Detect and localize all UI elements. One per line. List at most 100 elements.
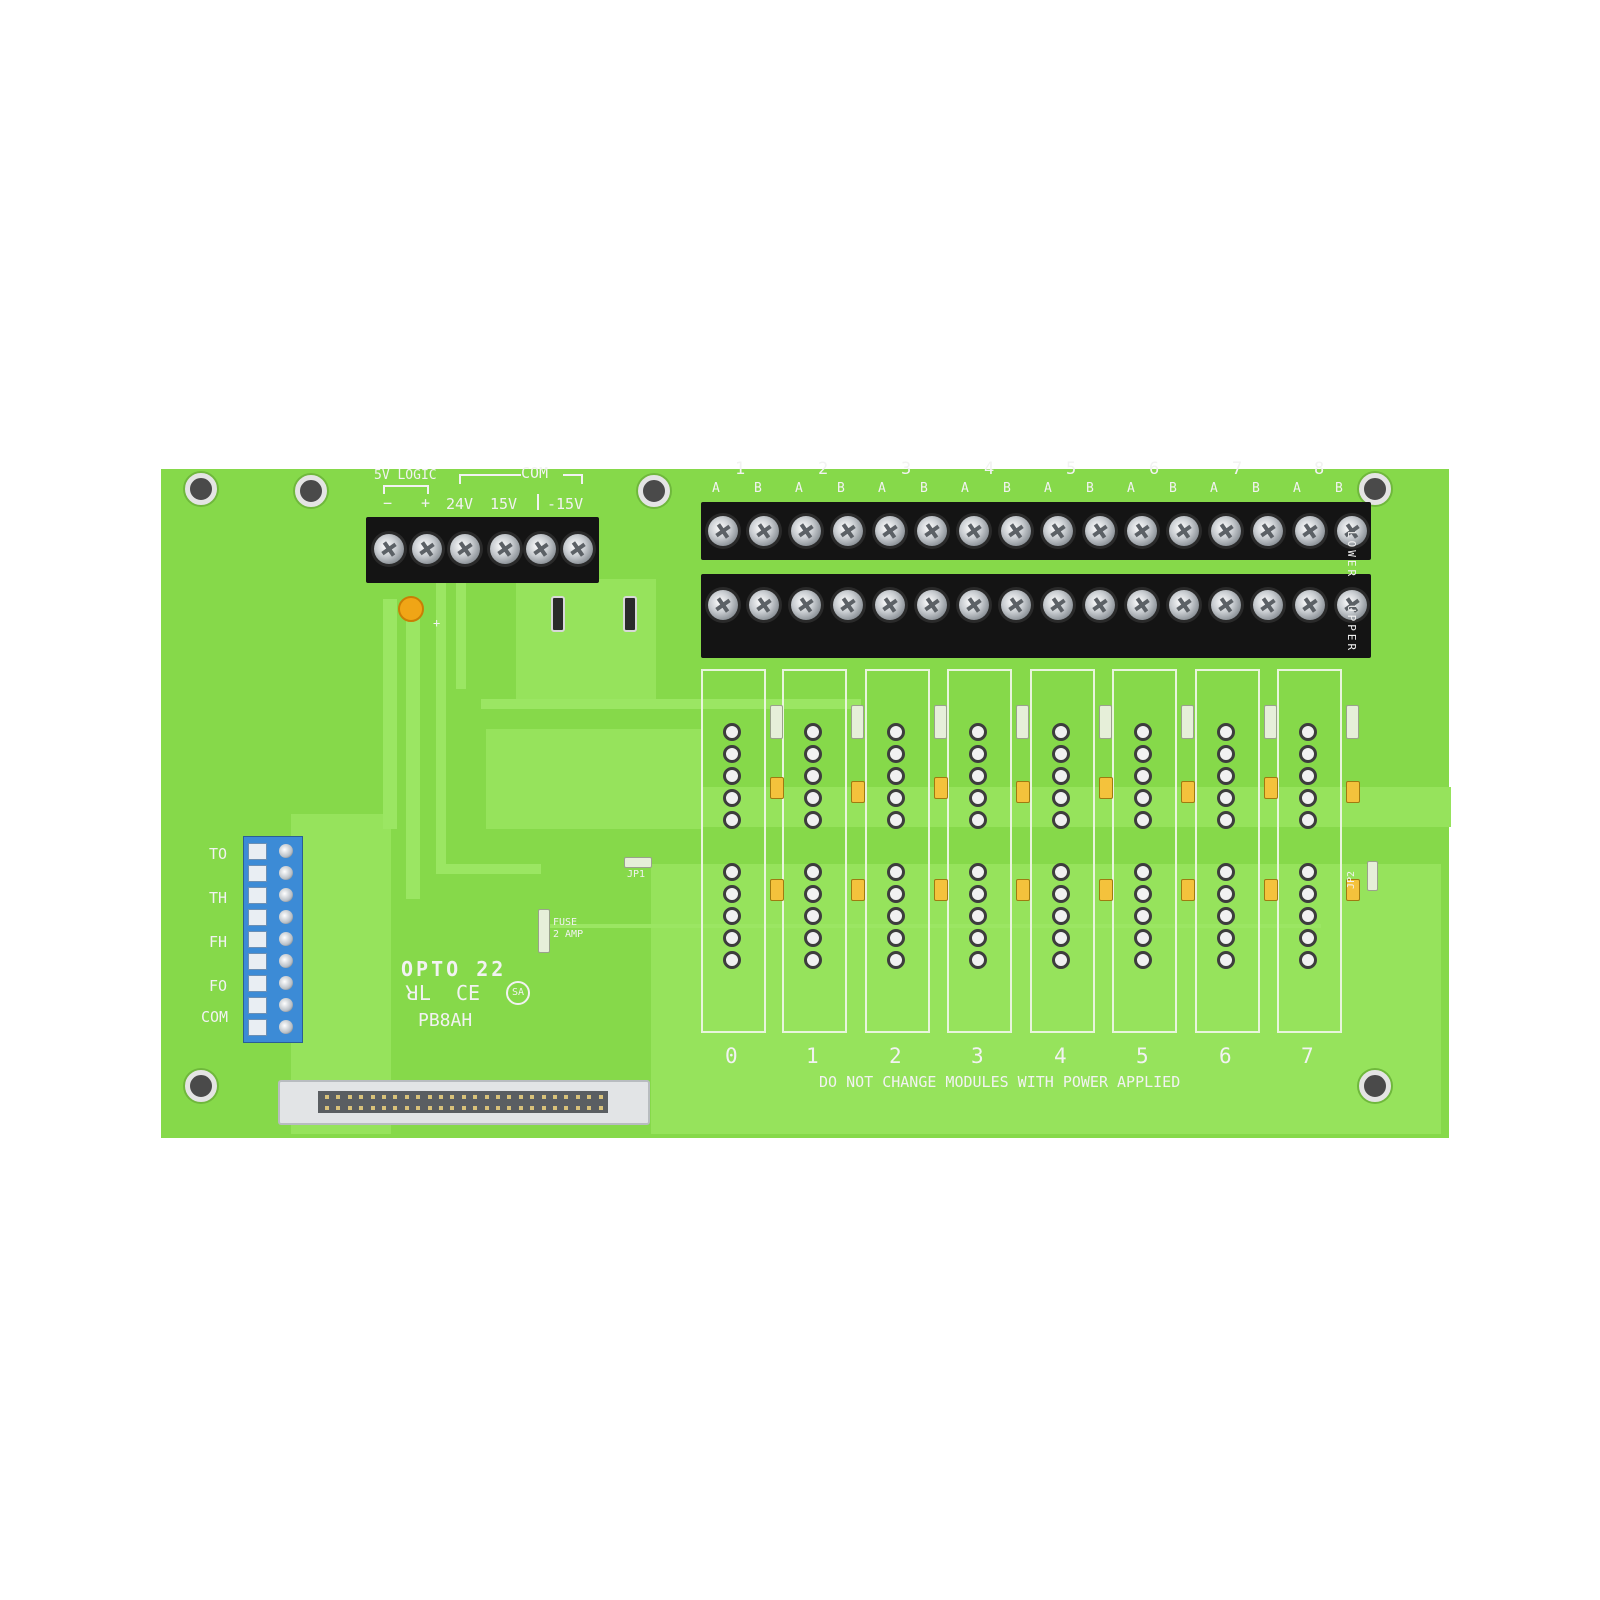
screw-terminal[interactable] [1001,516,1031,546]
screw-terminal[interactable] [833,516,863,546]
side-terminal-screw[interactable] [279,998,293,1012]
module-slot[interactable] [1277,669,1342,1033]
screw-terminal[interactable] [374,534,404,564]
header-pin [450,1095,455,1099]
solder-pad [804,789,822,807]
channel-led [1099,879,1113,901]
fuse-label-line1: FUSE [553,917,578,928]
side-terminal-socket[interactable] [248,975,267,992]
screw-terminal[interactable] [1295,516,1325,546]
screw-terminal[interactable] [1127,590,1157,620]
screw-terminal[interactable] [1127,516,1157,546]
module-slot[interactable] [1112,669,1177,1033]
screw-terminal[interactable] [917,516,947,546]
screw-terminal[interactable] [749,590,779,620]
screw-terminal[interactable] [959,516,989,546]
solder-pad [887,929,905,947]
screw-terminal[interactable] [1085,516,1115,546]
side-terminal-screw[interactable] [279,844,293,858]
module-number: 4 [1054,1044,1067,1068]
channel-fuse [1181,705,1194,739]
screw-terminal[interactable] [833,590,863,620]
module-slot[interactable] [701,669,766,1033]
diode-d3 [623,596,637,632]
screw-terminal[interactable] [1085,590,1115,620]
header-pin [496,1106,500,1110]
jumper-jp2 [1367,861,1378,891]
header-pin [541,1106,546,1110]
channel-led [770,879,784,901]
screw-terminal[interactable] [1211,590,1241,620]
b-label: B [1086,481,1094,496]
screw-terminal[interactable] [1253,516,1283,546]
screw-terminal[interactable] [1295,590,1325,620]
logic-bracket [383,485,429,494]
a-label: A [712,481,720,496]
screw-terminal[interactable] [1211,516,1241,546]
module-slot[interactable] [782,669,847,1033]
upper-row-label: UPPER [1345,605,1358,654]
a-label: A [1127,481,1135,496]
screw-terminal[interactable] [450,534,480,564]
side-terminal-screw[interactable] [279,954,293,968]
screw-terminal[interactable] [412,534,442,564]
ribbon-header[interactable] [278,1080,650,1125]
side-terminal-screw[interactable] [279,910,293,924]
jumper-jp1 [624,857,652,868]
screw-terminal[interactable] [526,534,556,564]
solder-pad [723,745,741,763]
screw-terminal[interactable] [1169,516,1199,546]
module-slot[interactable] [1030,669,1095,1033]
side-terminal-screw[interactable] [279,976,293,990]
side-terminal-socket[interactable] [248,1019,267,1036]
solder-pad [969,767,987,785]
screw-terminal[interactable] [1337,590,1367,620]
screw-terminal[interactable] [1043,516,1073,546]
side-label-to: TO [209,845,228,863]
screw-terminal[interactable] [749,516,779,546]
trace [481,699,861,709]
side-terminal-screw[interactable] [279,866,293,880]
solder-pad [1299,907,1317,925]
screw-terminal[interactable] [875,516,905,546]
side-terminal-socket[interactable] [248,997,267,1014]
side-terminal-socket[interactable] [248,909,267,926]
screw-terminal[interactable] [1337,516,1367,546]
screw-terminal[interactable] [959,590,989,620]
screw-terminal[interactable] [875,590,905,620]
side-terminal-socket[interactable] [248,887,267,904]
mounting-hole [185,473,217,505]
channel-led [1181,781,1195,803]
copper-pour-strip [701,787,1451,827]
screw-terminal[interactable] [1169,590,1199,620]
solder-pad [1134,863,1152,881]
side-terminal-screw[interactable] [279,932,293,946]
header-pin [404,1106,409,1110]
side-terminal-socket[interactable] [248,931,267,948]
screw-terminal[interactable] [917,590,947,620]
screw-terminal[interactable] [708,590,738,620]
screw-terminal[interactable] [490,534,520,564]
solder-pad [1052,929,1070,947]
side-terminal-screw[interactable] [279,888,293,902]
screw-terminal[interactable] [1253,590,1283,620]
side-terminal-screw[interactable] [279,1020,293,1034]
channel-led [851,781,865,803]
screw-terminal[interactable] [791,516,821,546]
screw-terminal[interactable] [1043,590,1073,620]
screw-terminal[interactable] [708,516,738,546]
screw-terminal[interactable] [563,534,593,564]
solder-pad [887,745,905,763]
side-terminal-socket[interactable] [248,953,267,970]
ce-mark: CE [456,981,481,1005]
header-pin [507,1095,512,1099]
screw-terminal[interactable] [1001,590,1031,620]
screw-terminal[interactable] [791,590,821,620]
module-slot[interactable] [947,669,1012,1033]
side-terminal-socket[interactable] [248,865,267,882]
a-label: A [1210,481,1218,496]
side-terminal-socket[interactable] [248,843,267,860]
module-slot[interactable] [1195,669,1260,1033]
module-slot[interactable] [865,669,930,1033]
solder-pad [723,811,741,829]
